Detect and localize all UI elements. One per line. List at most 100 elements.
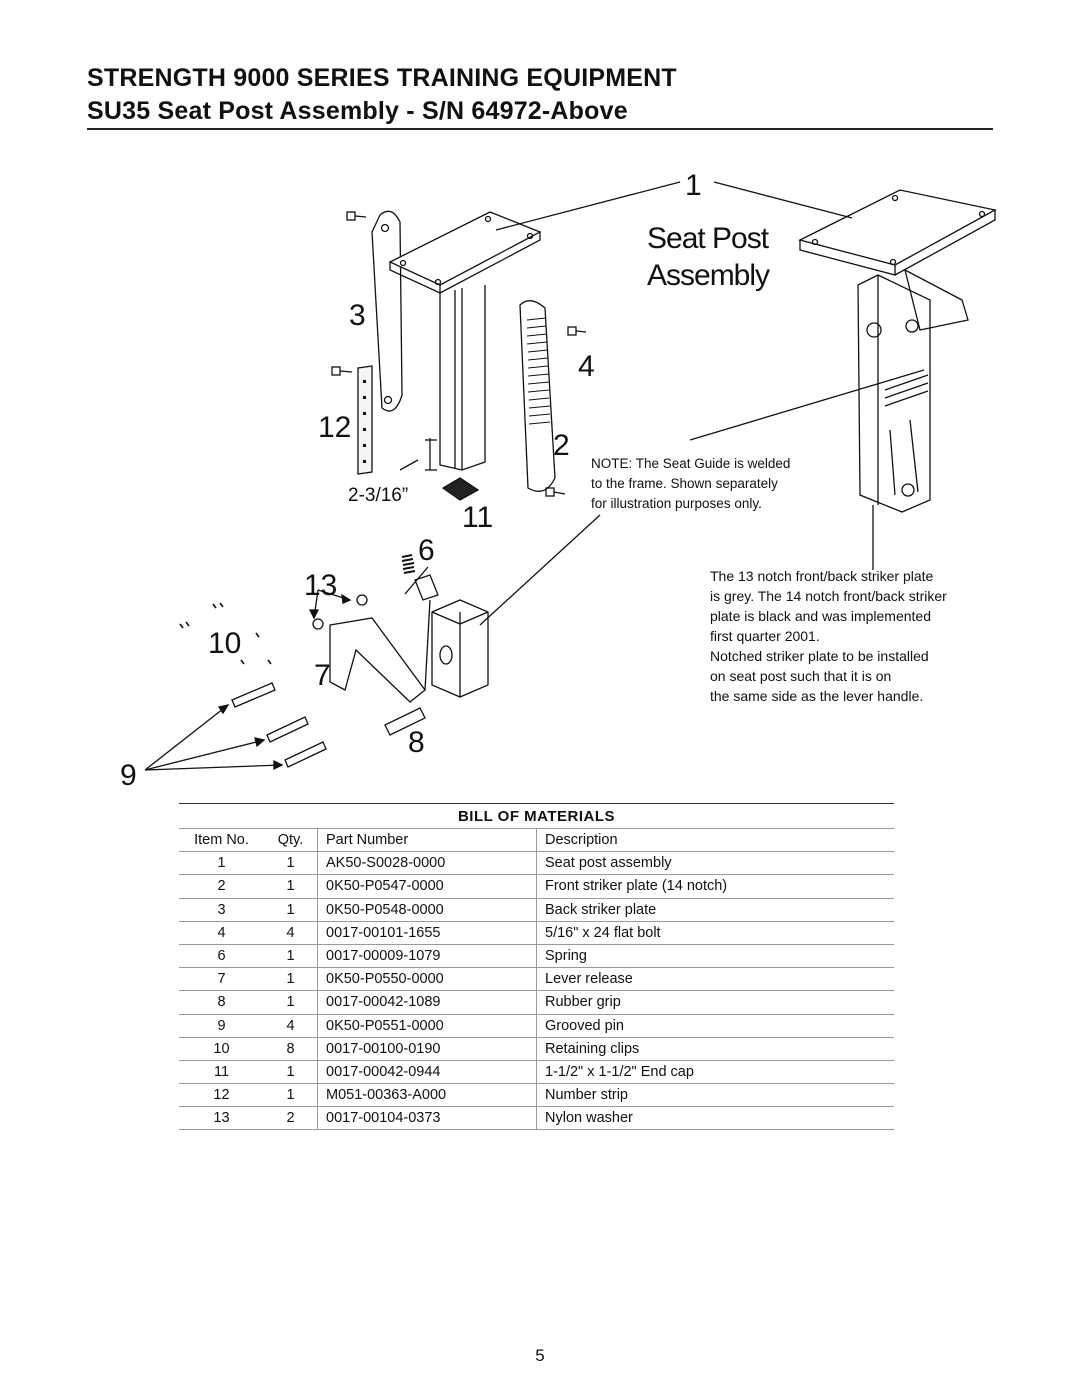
item-no-cell: 2 bbox=[217, 878, 226, 895]
note-line: NOTE: The Seat Guide is welded bbox=[591, 456, 791, 471]
item-no-cell: 3 bbox=[217, 901, 226, 918]
item-no-cell: 8 bbox=[217, 994, 226, 1011]
seat-guide-note: NOTE: The Seat Guide is welded to the fr… bbox=[591, 454, 790, 514]
note-line: Notched striker plate to be installed bbox=[710, 648, 929, 664]
description-cell: 1-1/2" x 1-1/2" End cap bbox=[545, 1063, 694, 1080]
page-subtitle: SU35 Seat Post Assembly - S/N 64972-Abov… bbox=[87, 97, 628, 125]
note-line: plate is black and was implemented bbox=[710, 608, 932, 624]
assembly-label-line1: Seat Post bbox=[647, 222, 769, 255]
part-number-cell: AK50-S0028-0000 bbox=[318, 852, 537, 875]
part-number-cell: M051-00363-A000 bbox=[318, 1084, 537, 1107]
seat-guide-box bbox=[431, 599, 489, 698]
header-item-no: Item No. bbox=[194, 832, 249, 848]
callout-6: 6 bbox=[418, 534, 435, 567]
page-title: STRENGTH 9000 SERIES TRAINING EQUIPMENT bbox=[87, 64, 677, 92]
item-no-cell: 13 bbox=[213, 1110, 230, 1127]
callout-10: 10 bbox=[208, 627, 241, 660]
callout-3: 3 bbox=[349, 299, 366, 332]
spring bbox=[401, 554, 416, 574]
seat-post-plate-right bbox=[798, 189, 997, 266]
header-qty: Qty. bbox=[264, 829, 318, 852]
note-line: on seat post such that it is on bbox=[710, 668, 892, 684]
part-number-cell: 0017-00101-1655 bbox=[318, 921, 537, 944]
item-no-cell: 1 bbox=[217, 855, 226, 872]
note-line: The 13 notch front/back striker plate bbox=[710, 568, 934, 584]
callout-9: 9 bbox=[120, 759, 137, 792]
lever-release bbox=[329, 617, 426, 703]
bolt-12 bbox=[331, 366, 353, 376]
callout-8: 8 bbox=[408, 726, 425, 759]
seat-post-plate-left bbox=[388, 211, 542, 286]
note-line: is grey. The 14 notch front/back striker bbox=[710, 588, 947, 604]
header-part-number: Part Number bbox=[318, 829, 537, 852]
qty-cell: 1 bbox=[264, 875, 318, 898]
grooved-pin-1 bbox=[231, 682, 276, 708]
callout-2: 2 bbox=[553, 429, 570, 462]
note-line: to the frame. Shown separately bbox=[591, 476, 778, 491]
item-no-cell: 7 bbox=[217, 971, 226, 988]
callout-12: 12 bbox=[318, 411, 351, 444]
number-strip bbox=[357, 365, 373, 475]
bom-title: BILL OF MATERIALS bbox=[179, 803, 894, 828]
item-no-cell: 4 bbox=[217, 924, 226, 941]
item-no-cell: 9 bbox=[217, 1017, 226, 1034]
exploded-parts-diagram: 1 2 3 4 6 7 8 9 10 11 12 13 2-3/16” bbox=[120, 169, 997, 792]
callout-7: 7 bbox=[314, 659, 331, 692]
striker-plate-note: The 13 notch front/back striker plate is… bbox=[710, 566, 947, 706]
description-cell: Back striker plate bbox=[545, 901, 657, 918]
nylon-washer-2 bbox=[312, 618, 324, 630]
qty-cell: 8 bbox=[264, 1037, 318, 1060]
part-number-cell: 0K50-P0551-0000 bbox=[318, 1014, 537, 1037]
item-no-cell: 6 bbox=[217, 947, 226, 964]
qty-cell: 1 bbox=[264, 852, 318, 875]
part-number-cell: 0017-00104-0373 bbox=[318, 1107, 537, 1130]
header-description: Description bbox=[545, 832, 618, 848]
bill-of-materials-table: BILL OF MATERIALS Item No. Qty. Part Num… bbox=[179, 803, 894, 1131]
assembly-label-line2: Assembly bbox=[647, 259, 770, 292]
item-no-cell: 12 bbox=[213, 1087, 230, 1104]
qty-cell: 1 bbox=[264, 1084, 318, 1107]
qty-cell: 4 bbox=[264, 921, 318, 944]
description-cell: Lever release bbox=[545, 971, 633, 988]
qty-cell: 1 bbox=[264, 1060, 318, 1084]
description-cell: Retaining clips bbox=[545, 1040, 640, 1057]
grooved-pin-3 bbox=[284, 741, 327, 768]
page-number: 5 bbox=[535, 1346, 545, 1365]
note-line: the same side as the lever handle. bbox=[710, 688, 924, 704]
part-number-cell: 0017-00042-1089 bbox=[318, 991, 537, 1014]
end-cap bbox=[441, 477, 480, 501]
description-cell: Spring bbox=[545, 947, 587, 964]
description-cell: Nylon washer bbox=[545, 1110, 633, 1127]
nylon-washer-1 bbox=[356, 594, 368, 606]
callout-13: 13 bbox=[304, 569, 337, 602]
note-line: for illustration purposes only. bbox=[591, 496, 762, 511]
note-line: first quarter 2001. bbox=[710, 628, 820, 644]
qty-cell: 1 bbox=[264, 991, 318, 1014]
description-cell: 5/16" x 24 flat bolt bbox=[545, 924, 661, 941]
qty-cell: 2 bbox=[264, 1107, 318, 1130]
retaining-clips bbox=[179, 602, 272, 665]
part-number-cell: 0017-00042-0944 bbox=[318, 1060, 537, 1084]
description-cell: Front striker plate (14 notch) bbox=[545, 878, 728, 895]
back-striker-plate bbox=[371, 210, 403, 412]
bolt-4-bottom bbox=[545, 487, 566, 497]
part-number-cell: 0017-00100-0190 bbox=[318, 1037, 537, 1060]
bolt-4-top bbox=[567, 326, 587, 336]
callout-11: 11 bbox=[462, 501, 493, 534]
rubber-grip bbox=[384, 707, 426, 736]
qty-cell: 4 bbox=[264, 1014, 318, 1037]
part-number-cell: 0K50-P0547-0000 bbox=[318, 875, 537, 898]
grooved-pin-2 bbox=[266, 716, 309, 743]
description-cell: Number strip bbox=[545, 1087, 628, 1104]
bom-header-row: Item No. Qty. Part Number Description bbox=[179, 828, 894, 853]
qty-cell: 1 bbox=[264, 944, 318, 968]
